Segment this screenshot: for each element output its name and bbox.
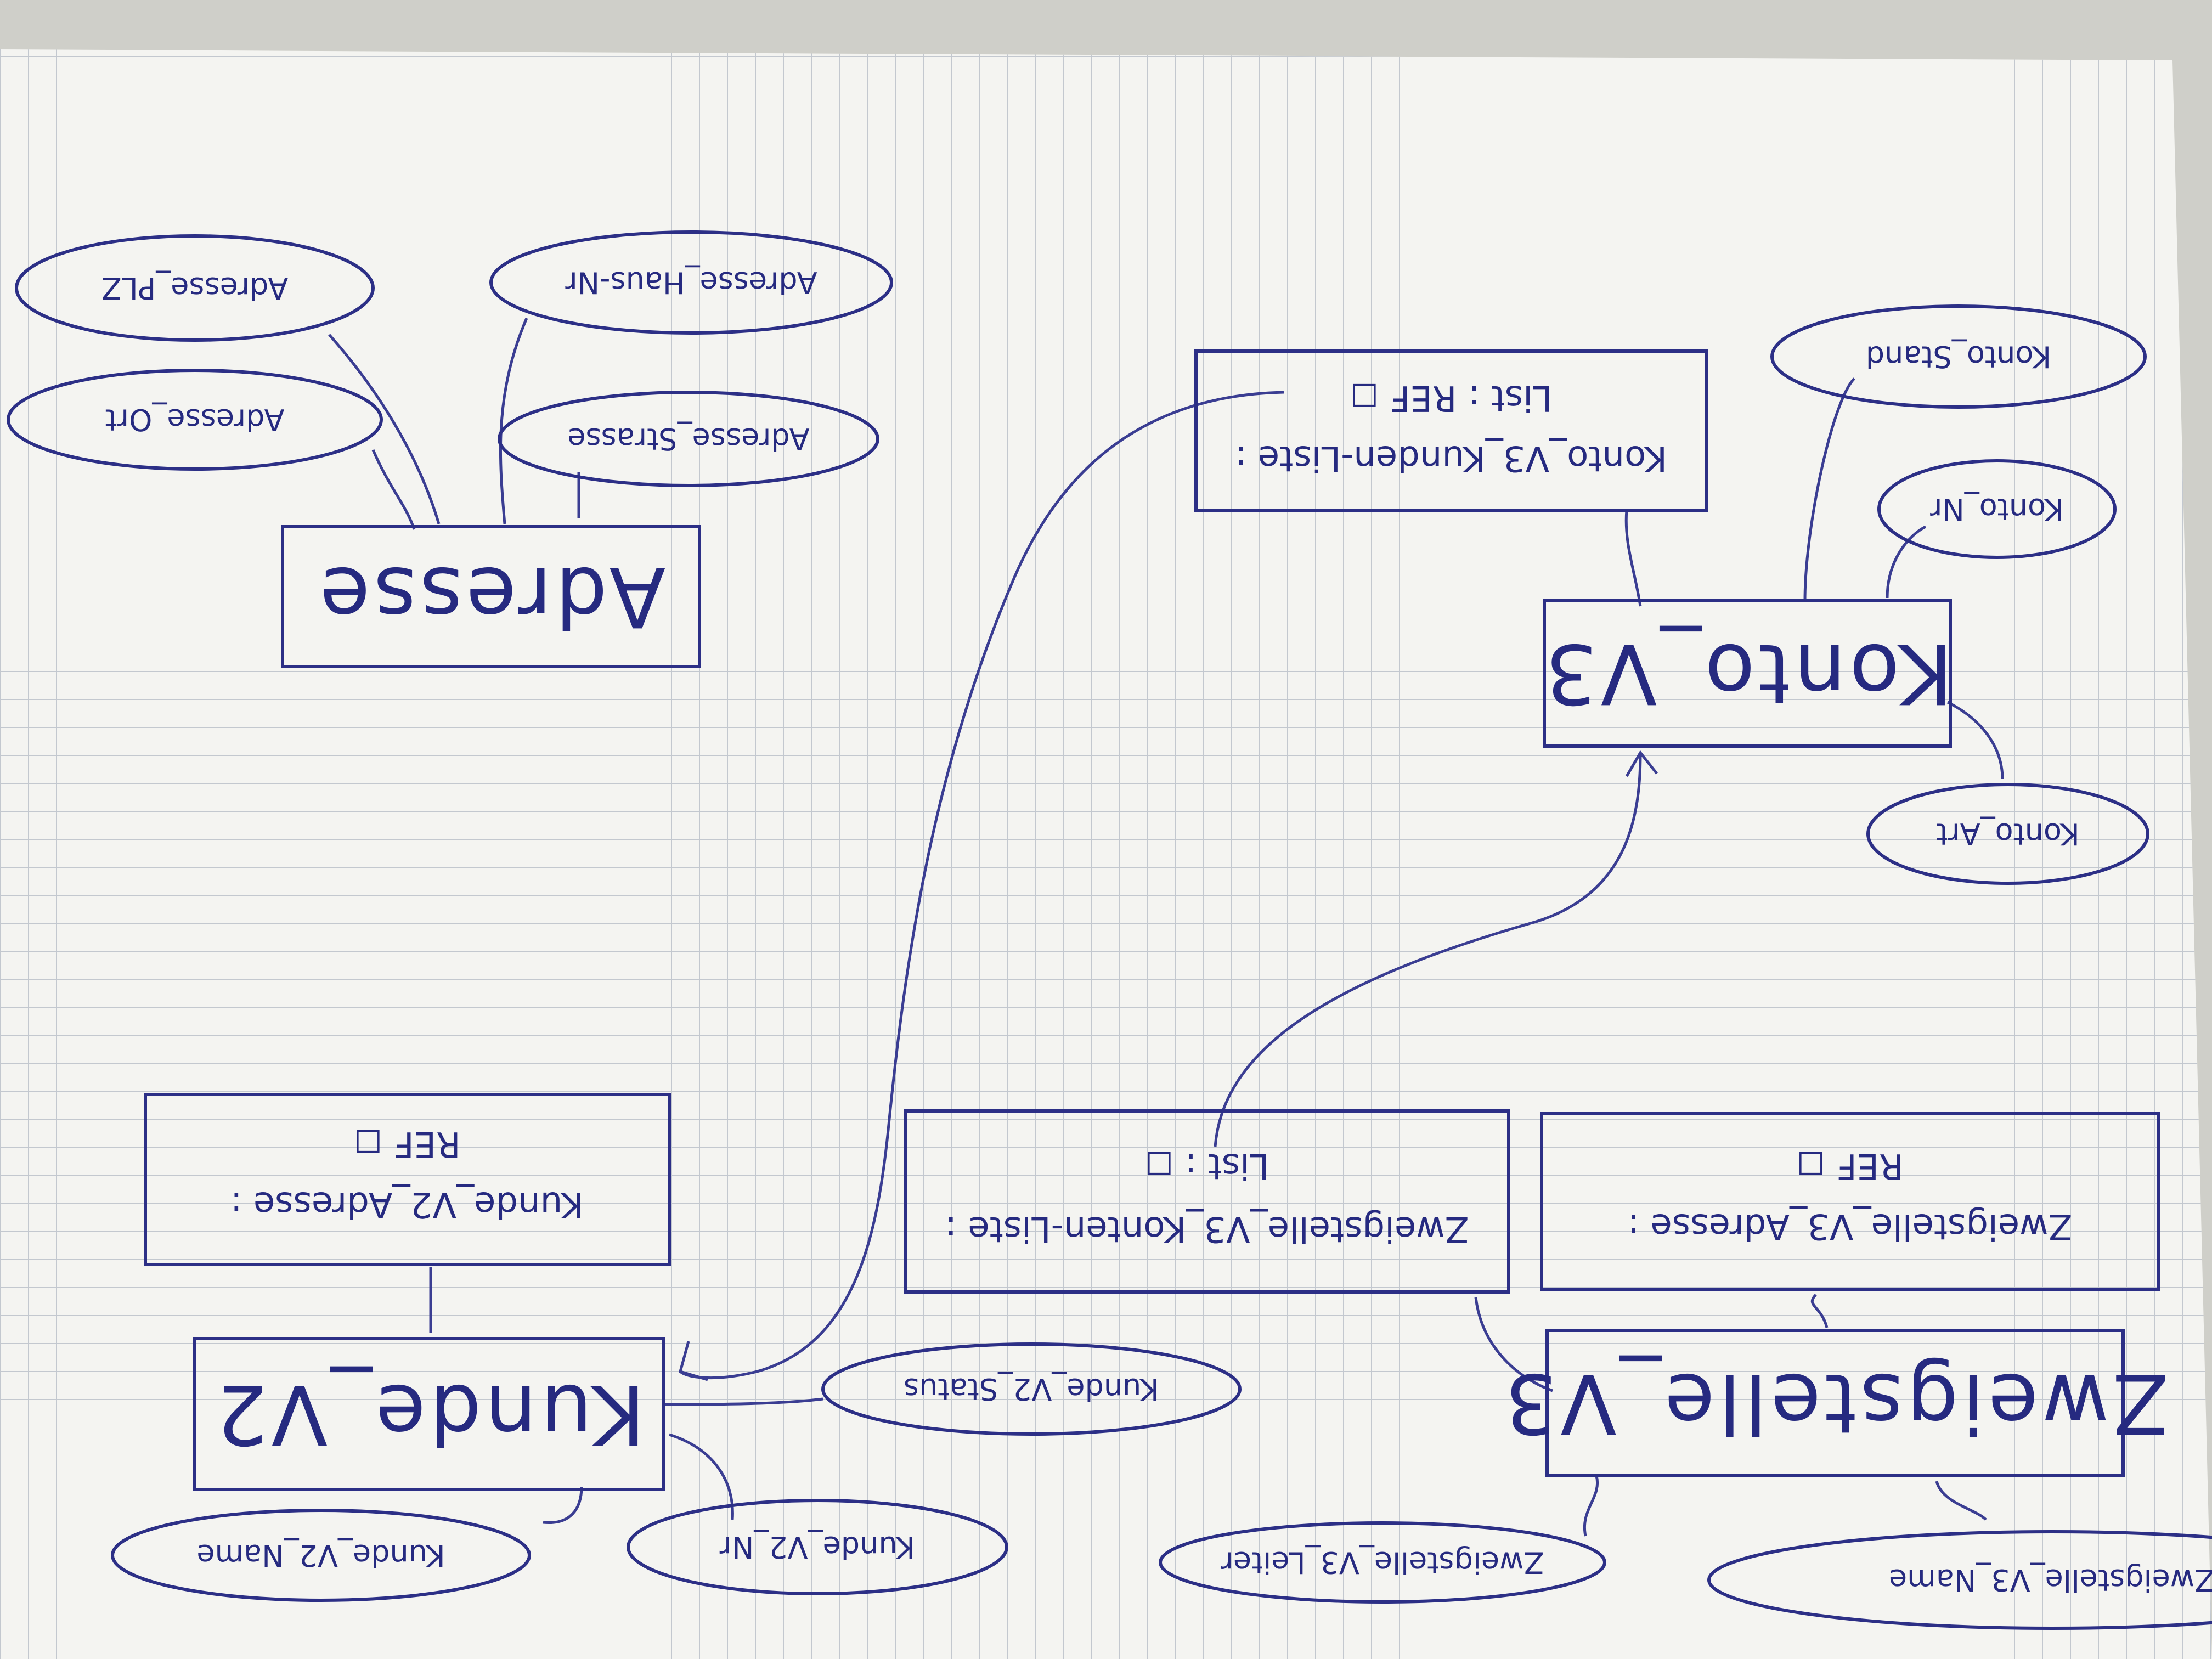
- attr-kunde-v2-name-label: Kunde_V2_Name: [196, 1538, 445, 1573]
- zweigstelle-v3-konten-line1: Zweigstelle_V3_Konten-Liste :: [945, 1209, 1469, 1249]
- node-kunde-v2-adresse: Kunde_V2_Adresse : REF ◻: [144, 1093, 671, 1266]
- konto-v3-kunden-line1: Konto_V3_Kunden-Liste :: [1235, 438, 1667, 478]
- connector-adresse-plz: [328, 334, 441, 524]
- attr-adresse-hausnr-label: Adresse_Haus-Nr: [565, 266, 817, 300]
- connector-konto-nr: [1886, 525, 1927, 599]
- attr-konto-art: Konto_Art: [1866, 783, 2149, 885]
- node-konto-v3-label: Konto_V3: [1542, 625, 1953, 721]
- attr-zweigstelle-v3-leiter: Zweigstelle_V3_Leiter: [1159, 1521, 1606, 1604]
- attr-zweigstelle-v3-name-label: Zweigstelle_V3_Name: [1889, 1563, 2212, 1598]
- attr-kunde-v2-status-label: Kunde_V2_Status: [904, 1372, 1159, 1407]
- node-konto-v3-kunden-liste: Konto_V3_Kunden-Liste : List : REF ◻: [1194, 349, 1708, 512]
- kunde-v2-adresse-line2: REF ◻: [353, 1124, 460, 1164]
- connector-konten-to-konto: [1214, 754, 1642, 1147]
- attr-konto-nr: Konto_Nr: [1877, 459, 2117, 559]
- attr-konto-stand-label: Konto_Stand: [1866, 340, 2051, 374]
- node-kunde-v2: Kunde_V2: [193, 1337, 665, 1491]
- arrowhead-kunde: [678, 1341, 708, 1381]
- zweigstelle-v3-konten-line2: List : ◻: [1144, 1146, 1269, 1186]
- paper-grid: [0, 49, 2212, 1659]
- connector-konto-kunden-liste: [1624, 510, 1642, 607]
- node-adresse: Adresse: [281, 525, 701, 668]
- attr-adresse-plz: Adresse_PLZ: [15, 234, 375, 342]
- attr-kunde-v2-name: Kunde_V2_Name: [111, 1509, 531, 1602]
- attr-adresse-hausnr: Adresse_Haus-Nr: [489, 230, 893, 335]
- node-konto-v3: Konto_V3: [1542, 599, 1953, 748]
- node-zweigstelle-v3-label: Zweigstelle_V3: [1502, 1355, 2169, 1451]
- connector-kunde-name: [543, 1486, 583, 1525]
- attr-zweigstelle-v3-leiter-label: Zweigstelle_V3_Leiter: [1221, 1545, 1544, 1580]
- node-adresse-label: Adresse: [317, 549, 665, 644]
- konto-v3-kunden-line2: List : REF ◻: [1350, 377, 1552, 418]
- connector-adresse-hausnr: [499, 318, 528, 524]
- zweigstelle-v3-adresse-line1: Zweigstelle_V3_Adresse :: [1628, 1206, 2073, 1246]
- attr-kunde-v2-nr-label: Kunde_V2_Nr: [719, 1530, 915, 1565]
- arrowhead-konto: [1625, 750, 1658, 777]
- connector-zweigstelle-leiter: [1583, 1475, 1599, 1537]
- attr-konto-art-label: Konto_Art: [1936, 817, 2080, 851]
- connector-zweigstelle-konten: [1474, 1297, 1553, 1392]
- zweigstelle-v3-adresse-line2: REF ◻: [1796, 1146, 1903, 1186]
- connector-konto-stand: [1803, 377, 1855, 601]
- connector-kunde-status: [663, 1397, 823, 1406]
- attr-zweigstelle-v3-name: Zweigstelle_V3_Name: [1707, 1530, 2212, 1630]
- node-zweigstelle-v3: Zweigstelle_V3: [1502, 1329, 2169, 1477]
- node-zweigstelle-v3-adresse: Zweigstelle_V3_Adresse : REF ◻: [1540, 1112, 2160, 1291]
- attr-adresse-strasse-label: Adresse_Strasse: [567, 422, 809, 456]
- attr-kunde-v2-status: Kunde_V2_Status: [821, 1342, 1242, 1436]
- attr-adresse-ort-label: Adresse_Ort: [105, 403, 285, 437]
- connector-kunden-liste-to-kunde: [679, 391, 1284, 1379]
- node-kunde-v2-label: Kunde_V2: [212, 1366, 646, 1462]
- attr-kunde-v2-nr: Kunde_V2_Nr: [627, 1499, 1008, 1595]
- connectors: [328, 318, 2004, 1537]
- connector-adresse-ort: [371, 449, 416, 530]
- connector-zweigstelle-adresse: [1810, 1294, 1829, 1328]
- attr-konto-stand: Konto_Stand: [1770, 304, 2147, 409]
- attr-adresse-plz-label: Adresse_PLZ: [101, 271, 289, 306]
- connector-zweigstelle-name: [1935, 1481, 1987, 1521]
- node-zweigstelle-v3-konten-liste: Zweigstelle_V3_Konten-Liste : List : ◻: [904, 1109, 1510, 1294]
- attr-adresse-ort: Adresse_Ort: [7, 369, 383, 471]
- attr-konto-nr-label: Konto_Nr: [1929, 492, 2064, 527]
- kunde-v2-adresse-line1: Kunde_V2_Adresse :: [230, 1184, 584, 1224]
- connector-konto-art: [1946, 701, 2004, 780]
- attr-adresse-strasse: Adresse_Strasse: [498, 391, 879, 487]
